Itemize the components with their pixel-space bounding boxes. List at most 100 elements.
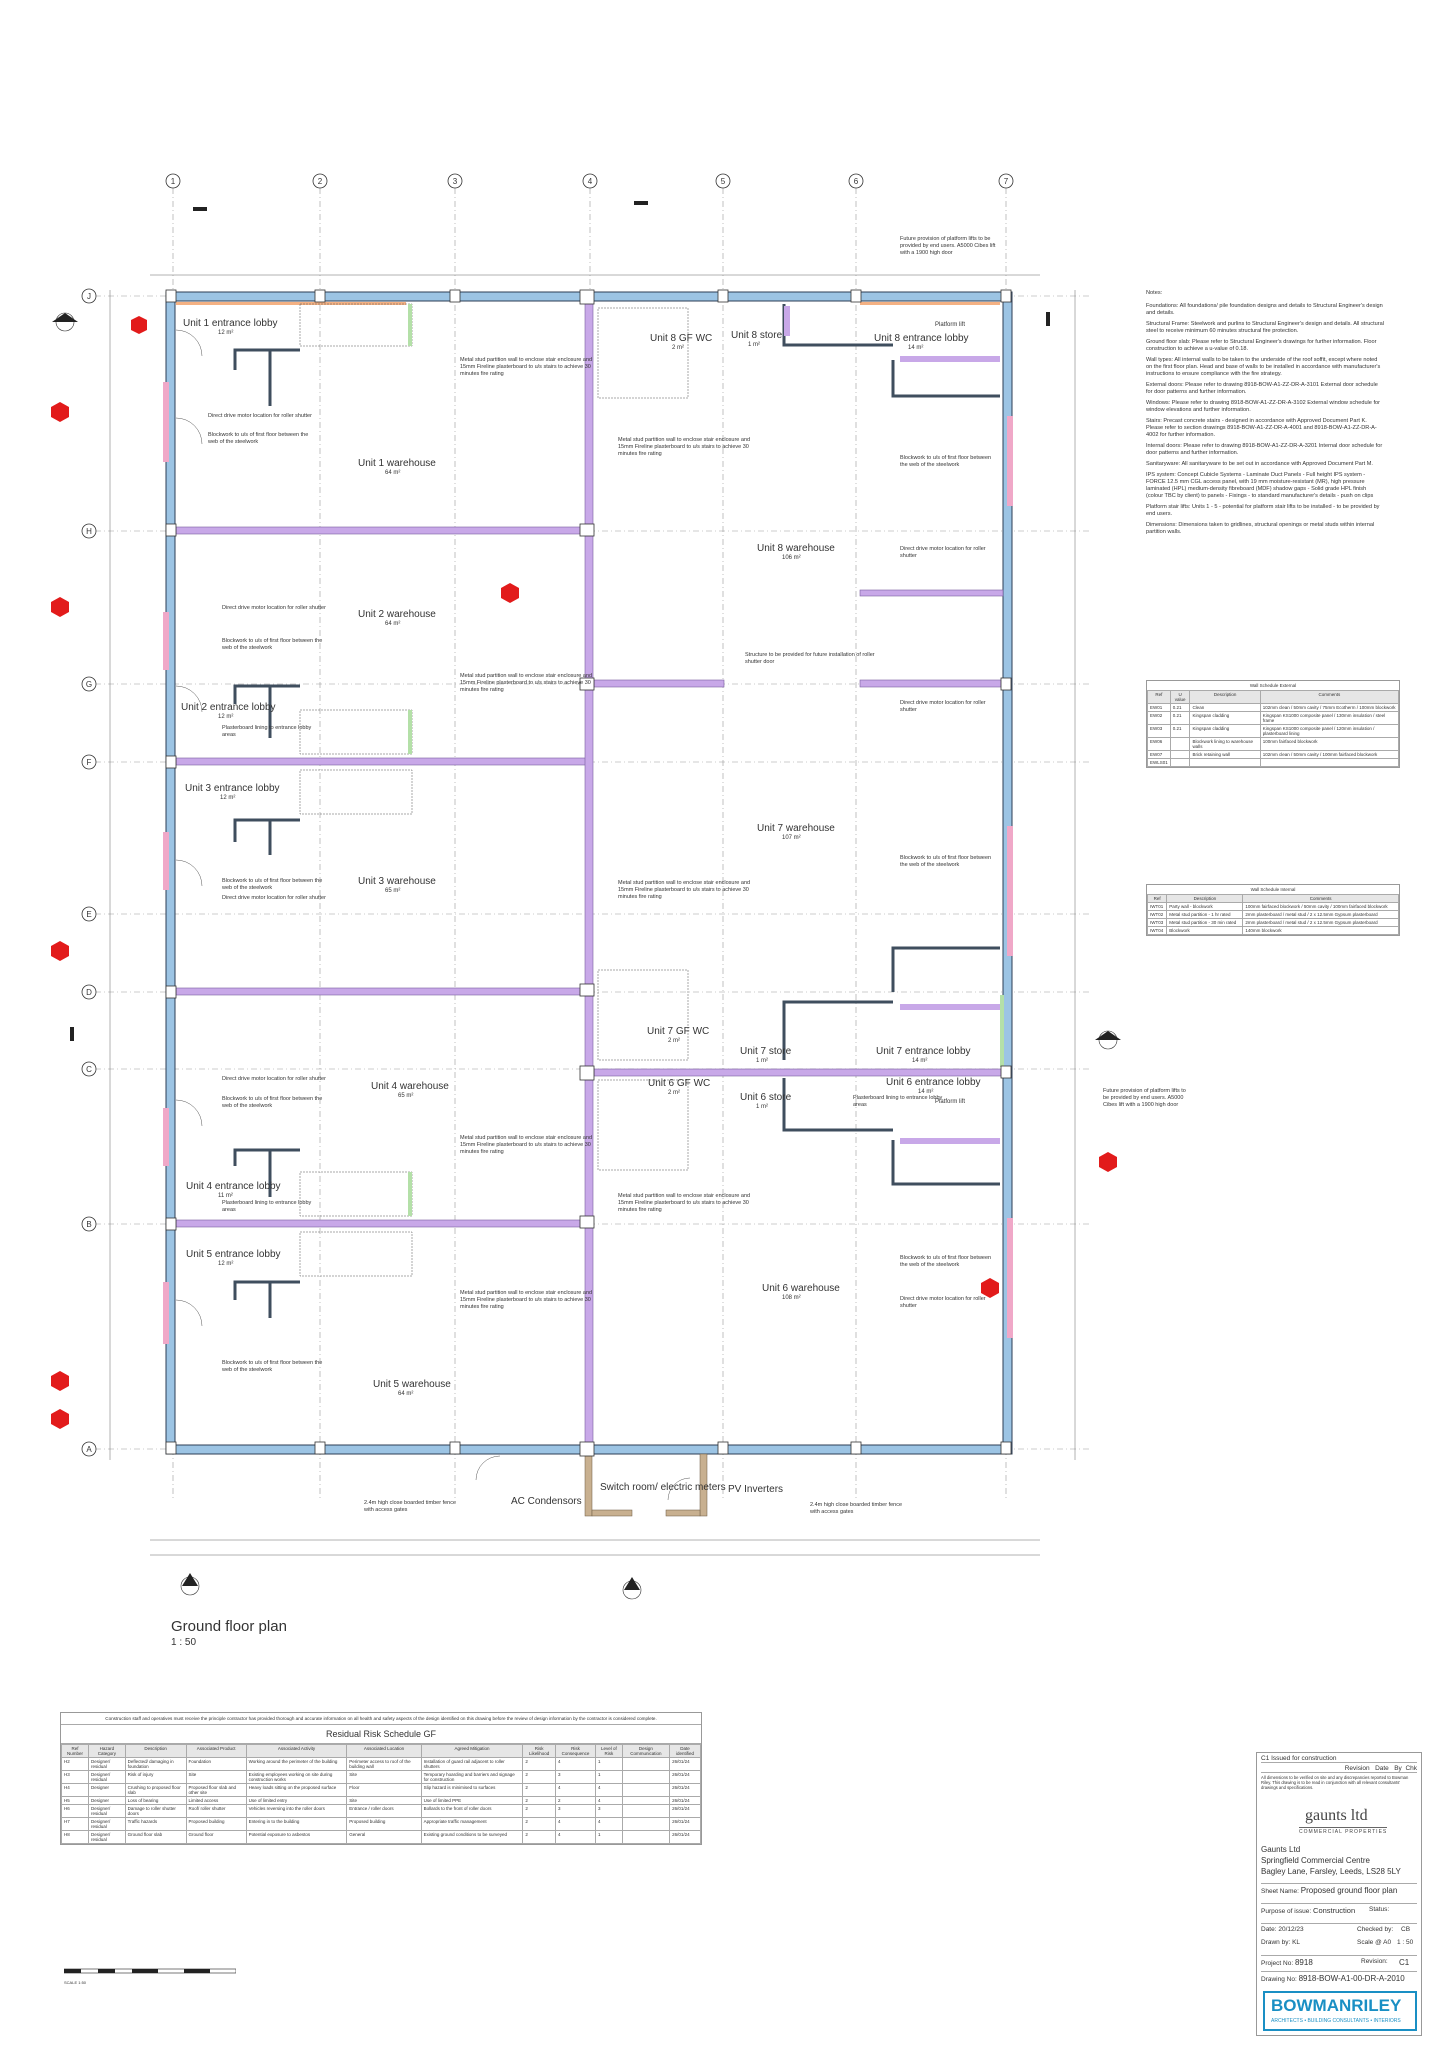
- revision-header: Revision Date By Chk: [1261, 1765, 1417, 1773]
- revision-row: C1 Issued for construction: [1261, 1755, 1417, 1763]
- room-area: 12 m²: [218, 1261, 233, 1267]
- room-label: Unit 8 store: [731, 330, 783, 341]
- room-label: Switch room/ electric meters: [600, 1482, 726, 1493]
- grid-marker-f: F: [81, 754, 97, 770]
- room-label: Unit 8 entrance lobby: [874, 333, 969, 344]
- grid-marker-7: 7: [998, 173, 1014, 189]
- grid-marker-5: 5: [715, 173, 731, 189]
- roller-shutter-zones: [163, 382, 1013, 1344]
- grid-marker-4: 4: [582, 173, 598, 189]
- room-label: Unit 3 warehouse: [358, 876, 436, 887]
- wall-schedule-internal: Wall Schedule Internal Ref Description C…: [1146, 884, 1400, 936]
- room-label: Unit 1 entrance lobby: [183, 318, 278, 329]
- room-area: 12 m²: [218, 330, 233, 336]
- svg-text:A: A: [86, 1445, 92, 1454]
- grid-marker-b: B: [81, 1216, 97, 1232]
- fence-note: 2.4m high close boarded timber fence wit…: [364, 1500, 457, 1513]
- lobby-lining-strip: [860, 302, 1000, 305]
- section-marker-bottom-left: [180, 1573, 200, 1596]
- wc-partitions: [784, 306, 1000, 1144]
- client-name: Gaunts Ltd: [1261, 1845, 1301, 1854]
- motor-note: Direct drive motor location for roller s…: [900, 1296, 986, 1309]
- general-notes: Notes: Foundations: All foundations/ pil…: [1146, 290, 1384, 540]
- table-header: Comments: [1242, 894, 1399, 903]
- blockwork-note: Blockwork to u/s of first floor between …: [222, 1360, 323, 1373]
- blockwork-note: Blockwork to u/s of first floor between …: [900, 855, 992, 868]
- table-header-row: Ref U value Description Comments: [1147, 690, 1400, 704]
- svg-text:5: 5: [721, 177, 726, 186]
- room-label: Unit 3 entrance lobby: [185, 783, 280, 794]
- scale-bar: [64, 1968, 236, 1974]
- note-item: Ground floor slab: Please refer to Struc…: [1146, 339, 1377, 352]
- room-label: Unit 7 GF WC: [647, 1026, 709, 1037]
- steel-columns: [165, 289, 1012, 1457]
- svg-text:2: 2: [318, 177, 323, 186]
- svg-text:1: 1: [171, 177, 176, 186]
- svg-text:D: D: [86, 988, 92, 997]
- room-area: 1 m²: [756, 1104, 768, 1110]
- svg-text:H: H: [86, 527, 92, 536]
- room-area: 14 m²: [912, 1058, 927, 1064]
- future-lift-note: Future provision of platform lifts to be…: [900, 236, 996, 256]
- room-label: Unit 6 store: [740, 1092, 792, 1103]
- plasterboard-note: Plasterboard lining to entrance lobby ar…: [853, 1095, 943, 1108]
- room-label: Unit 6 GF WC: [648, 1078, 710, 1089]
- room-label: Unit 6 entrance lobby: [886, 1077, 981, 1088]
- section-markers: [52, 201, 1121, 1600]
- note-item: Stairs: Precast concrete stairs - design…: [1146, 418, 1377, 438]
- notes-title: Notes:: [1146, 290, 1163, 296]
- table-header: Description: [1166, 894, 1244, 903]
- svg-text:7: 7: [1004, 177, 1009, 186]
- client-logo: gaunts ltd: [1305, 1807, 1368, 1824]
- date-row: Date: 20/12/23 Checked by: CB: [1261, 1923, 1417, 1933]
- annotations: Metal stud partition wall to enclose sta…: [208, 236, 1186, 1515]
- room-area: 12 m²: [218, 714, 233, 720]
- svg-text:B: B: [86, 1220, 91, 1229]
- stud-walls-green: [408, 304, 1004, 1216]
- grid-marker-3: 3: [447, 173, 463, 189]
- room-area: 11 m²: [218, 1193, 233, 1199]
- client-address-1: Springfield Commercial Centre: [1261, 1856, 1370, 1865]
- room-area: 106 m²: [782, 555, 801, 561]
- svg-text:C: C: [86, 1065, 92, 1074]
- table-header: Ref: [1147, 690, 1171, 704]
- blockwork-note: Blockwork to u/s of first floor between …: [900, 1255, 992, 1268]
- note-item: Dimensions: Dimensions taken to gridline…: [1146, 522, 1375, 535]
- svg-text:6: 6: [854, 177, 859, 186]
- partition-note: Metal stud partition wall to enclose sta…: [618, 1193, 751, 1213]
- hazard-markers: [51, 316, 1117, 1429]
- sheet-name-row: Sheet Name: Proposed ground floor plan: [1261, 1883, 1417, 1895]
- room-label: Unit 7 warehouse: [757, 823, 835, 834]
- blockwork-note: Blockwork to u/s of first floor between …: [222, 878, 323, 891]
- grid-marker-j: J: [81, 288, 97, 304]
- wall-schedule-external: Wall Schedule External Ref U value Descr…: [1146, 680, 1400, 768]
- note-item: Sanitaryware: All sanitaryware to be set…: [1146, 461, 1373, 467]
- drawing-title: Ground floor plan: [171, 1618, 287, 1635]
- grid-marker-e: E: [81, 906, 97, 922]
- grid-column-markers: 1 2 3 4 5 6 7: [165, 173, 1014, 189]
- room-label: Unit 5 entrance lobby: [186, 1249, 281, 1260]
- room-area: 65 m²: [385, 888, 400, 894]
- room-area: 2 m²: [668, 1090, 680, 1096]
- note-item: IPS system: Concept Cubicle Systems - La…: [1146, 472, 1374, 499]
- future-lift-note: Future provision of platform lifts to be…: [1103, 1088, 1186, 1108]
- motor-note: Direct drive motor location for roller s…: [222, 605, 326, 611]
- note-item: Internal doors: Please refer to drawing …: [1146, 443, 1383, 456]
- room-label: Unit 7 entrance lobby: [876, 1046, 971, 1057]
- purpose-row: Purpose of issue: Construction Status:: [1261, 1903, 1417, 1915]
- disclaimer: All dimensions to be verified on site an…: [1261, 1775, 1409, 1790]
- room-area: 14 m²: [918, 1089, 933, 1095]
- grid-marker-a: A: [81, 1441, 97, 1457]
- room-label: Unit 2 warehouse: [358, 609, 436, 620]
- structure-note: Structure to be provided for future inst…: [745, 652, 875, 665]
